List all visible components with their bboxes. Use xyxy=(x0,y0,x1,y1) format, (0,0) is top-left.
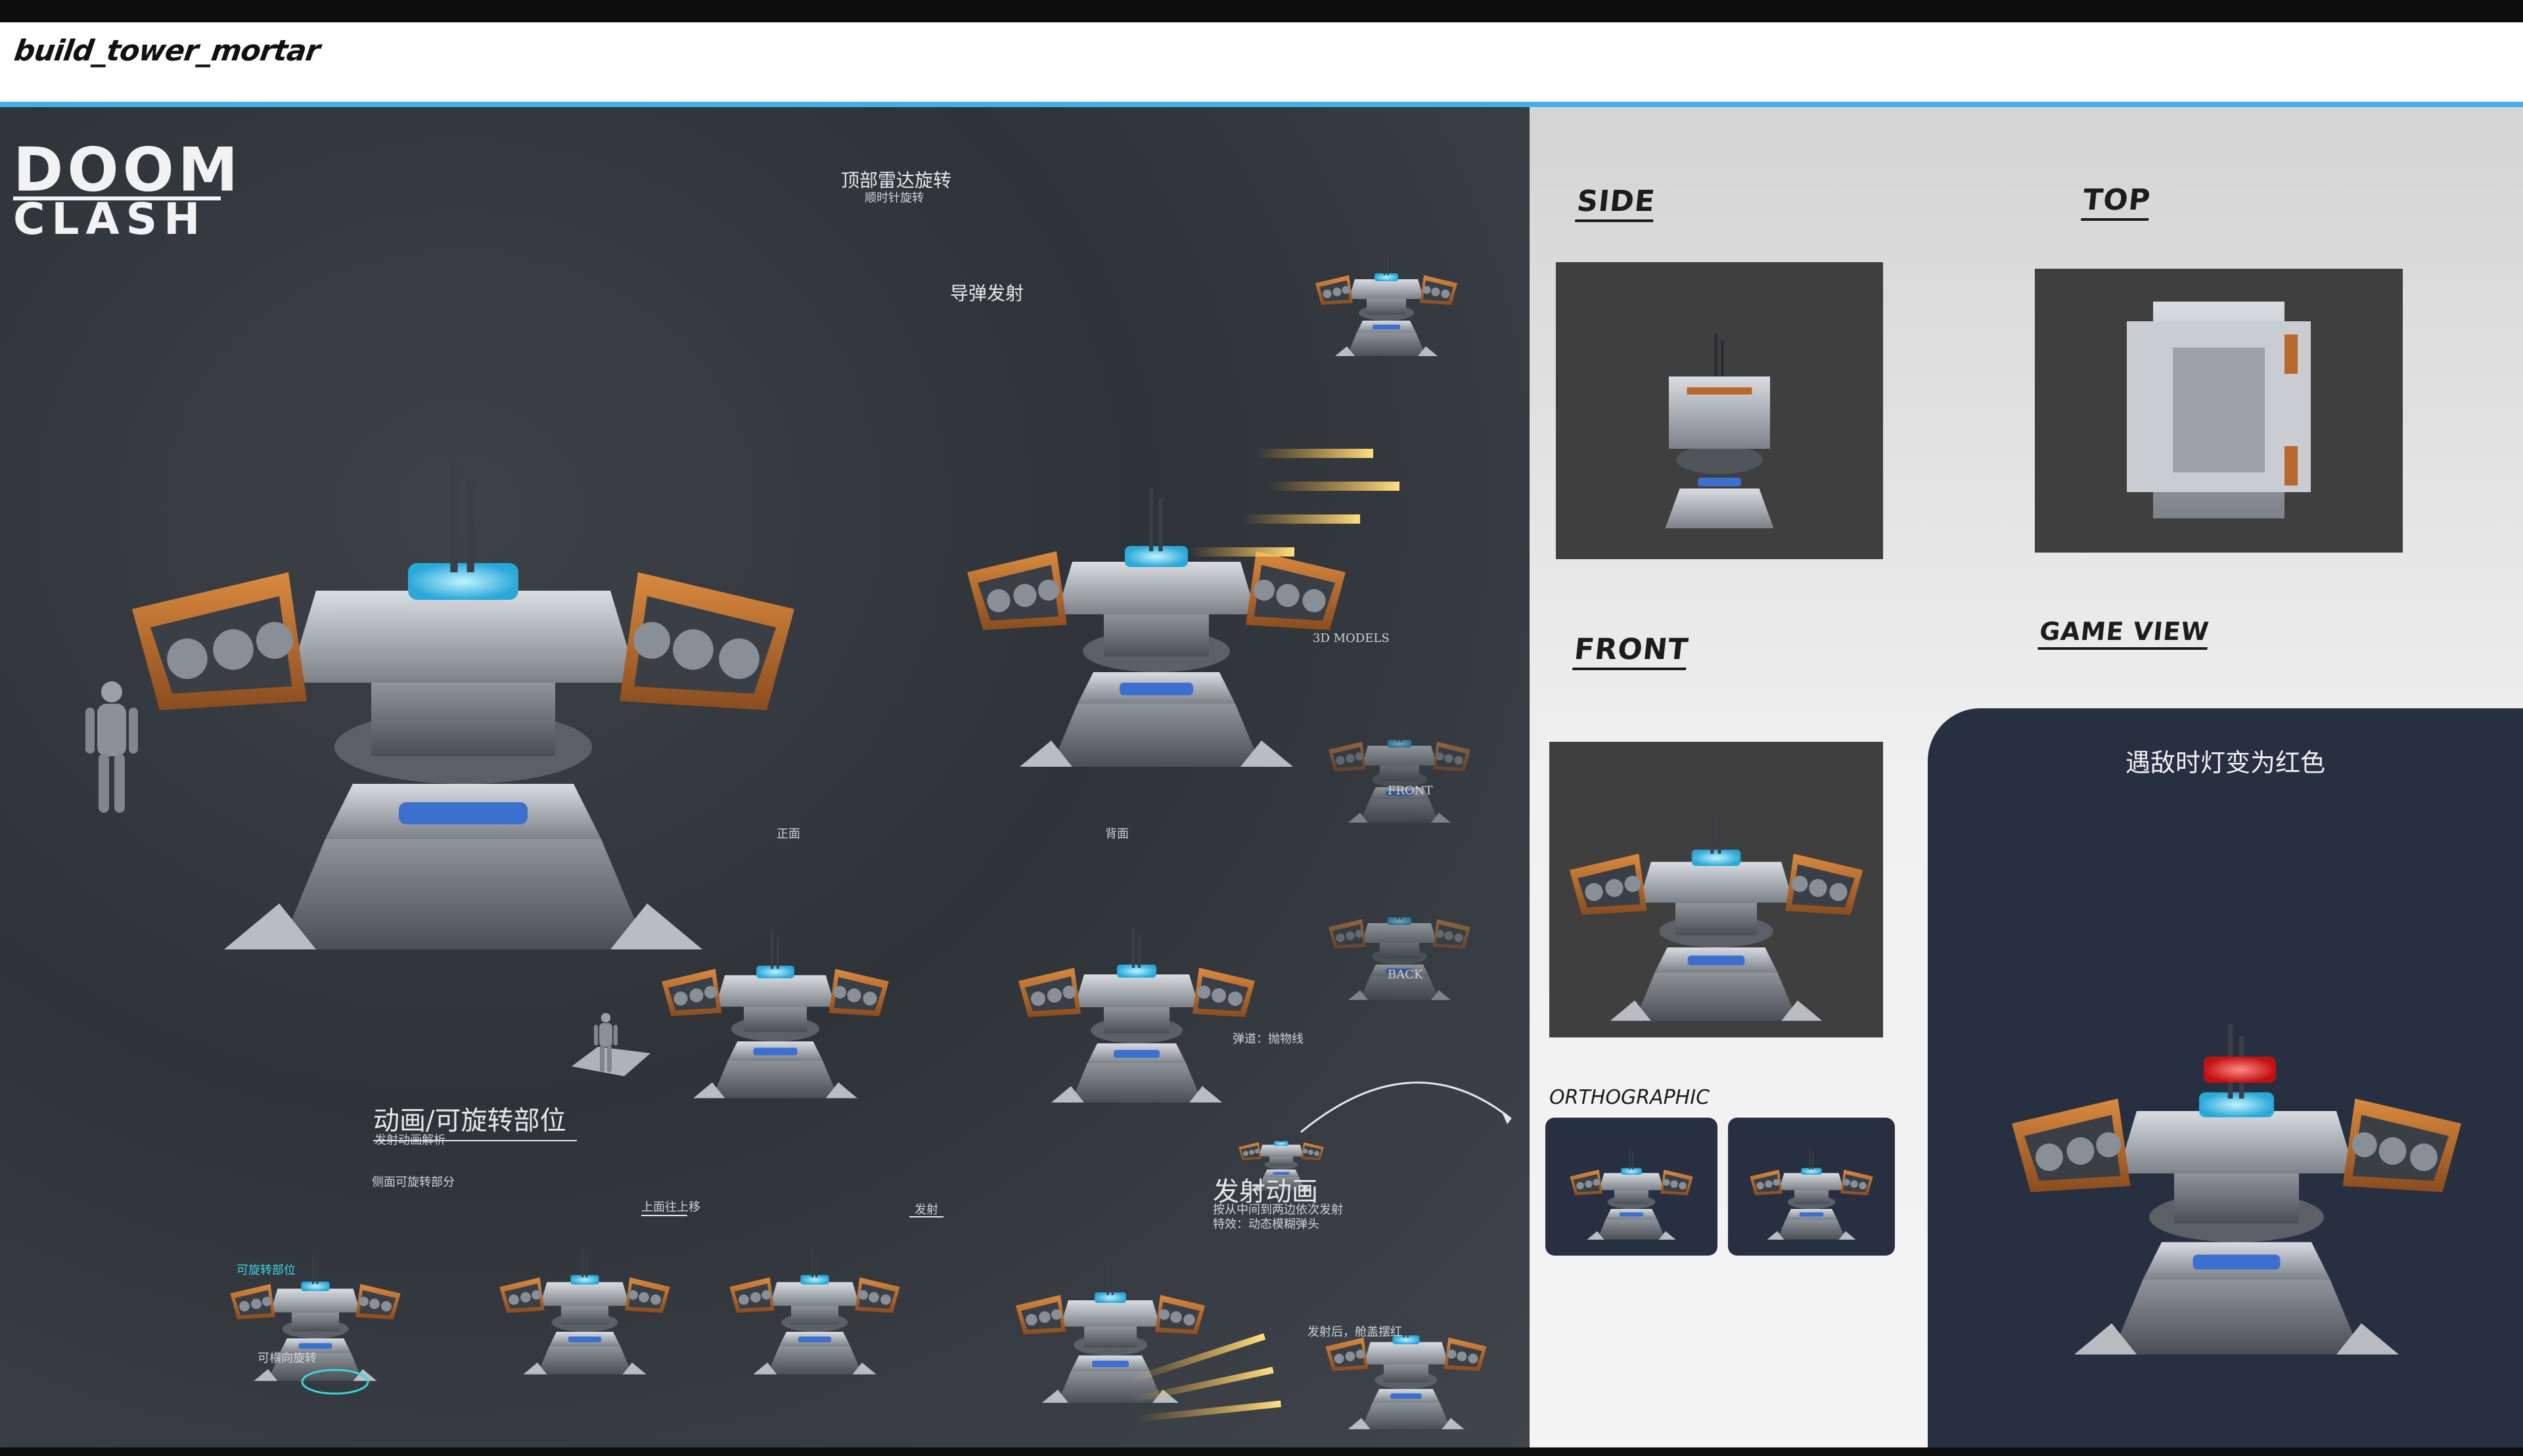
ortho-thumbnail-1[interactable] xyxy=(1545,1118,1717,1256)
top-view-label: TOP xyxy=(2081,183,2152,221)
rotatable-sub-label: 可横向旋转 xyxy=(258,1352,317,1365)
sketch-back-render xyxy=(1329,896,1470,1000)
missile-launch-label: 导弹发射 xyxy=(950,283,1024,304)
doom-clash-logo: DOOM CLASH xyxy=(13,140,242,242)
logo-clash: CLASH xyxy=(13,194,207,244)
up-down-arrow xyxy=(641,1215,687,1216)
top-window-bar xyxy=(0,0,2523,22)
side-view-box xyxy=(1556,262,1883,559)
concept-art-panel: DOOM CLASH 顶部雷达旋转 顺时针旋转 导弹发射 3D MODELS F… xyxy=(0,107,1530,1447)
accent-divider xyxy=(0,102,2523,107)
game-view-panel: 遇敌时灯变为红色 xyxy=(1928,708,2523,1447)
title-bar xyxy=(0,22,2523,104)
top-view-box xyxy=(2035,269,2403,553)
fire-animation-sub2: 特效：动态模糊弹头 xyxy=(1213,1217,1319,1231)
fire-animation-render xyxy=(1016,1263,1281,1422)
front-view-render xyxy=(662,931,889,1099)
orthographic-label: ORTHOGRAPHIC xyxy=(1549,1086,1710,1109)
fire-after-label: 发射后，舱盖摆红 xyxy=(1307,1325,1402,1339)
sketch-front-label: FRONT xyxy=(1388,784,1433,798)
logo-divider xyxy=(13,196,221,200)
anim-step-1-render xyxy=(230,1256,401,1395)
anim-step-3-render xyxy=(729,1249,900,1375)
scale-figure-plinth xyxy=(572,1012,650,1076)
back-view-cn-label: 背面 xyxy=(1105,827,1129,841)
side-rotate-label: 侧面可旋转部分 xyxy=(372,1175,455,1189)
fire-label: 发射 xyxy=(915,1203,938,1217)
trajectory-arrow xyxy=(1239,1081,1512,1191)
animation-subtitle: 发射动画解析 xyxy=(375,1133,445,1147)
ortho-thumbnail-2[interactable] xyxy=(1728,1118,1895,1256)
top-view-render xyxy=(2127,302,2311,518)
missile-top-render xyxy=(1315,252,1457,356)
ortho-thumb-1-render xyxy=(1570,1149,1693,1240)
animation-title: 动画/可旋转部位 xyxy=(373,1106,566,1136)
up-down-label: 上面往上移 xyxy=(641,1200,700,1214)
fire-arrow xyxy=(909,1216,943,1217)
side-view-render xyxy=(1665,333,1774,528)
game-view-title: GAME VIEW xyxy=(2037,617,2211,650)
front-view-ortho-render xyxy=(1569,805,1863,1021)
trajectory-label: 弹道：抛物线 xyxy=(1233,1032,1304,1046)
fire-animation-sub1: 按从中间到两边依次发射 xyxy=(1213,1203,1343,1217)
ortho-thumb-2-render xyxy=(1750,1149,1873,1240)
game-view-render xyxy=(2012,1024,2461,1355)
fire-animation-title: 发射动画 xyxy=(1213,1177,1318,1207)
front-view-cn-label: 正面 xyxy=(777,827,800,841)
3d-models-label: 3D MODELS xyxy=(1313,631,1390,645)
animation-underline xyxy=(373,1140,577,1141)
firing-tower-render xyxy=(967,449,1399,767)
logo-doom: DOOM xyxy=(13,135,242,205)
anim-step-2-render xyxy=(499,1249,670,1375)
bottom-bar xyxy=(0,1447,2523,1456)
file-title: build_tower_mortar xyxy=(12,34,322,68)
radar-rotation-sub: 顺时针旋转 xyxy=(865,191,924,205)
front-view-box xyxy=(1549,742,1883,1037)
side-view-label: SIDE xyxy=(1575,185,1657,222)
radar-rotation-label: 顶部雷达旋转 xyxy=(841,170,952,191)
game-view-caption: 遇敌时灯变为红色 xyxy=(2125,748,2325,777)
orthographic-panel: SIDE TOP FRONT GAME VIEW xyxy=(1530,107,2523,1447)
rotatable-part-label: 可旋转部位 xyxy=(237,1263,296,1277)
sketch-back-label: BACK xyxy=(1388,968,1423,982)
front-view-label: FRONT xyxy=(1572,633,1691,670)
